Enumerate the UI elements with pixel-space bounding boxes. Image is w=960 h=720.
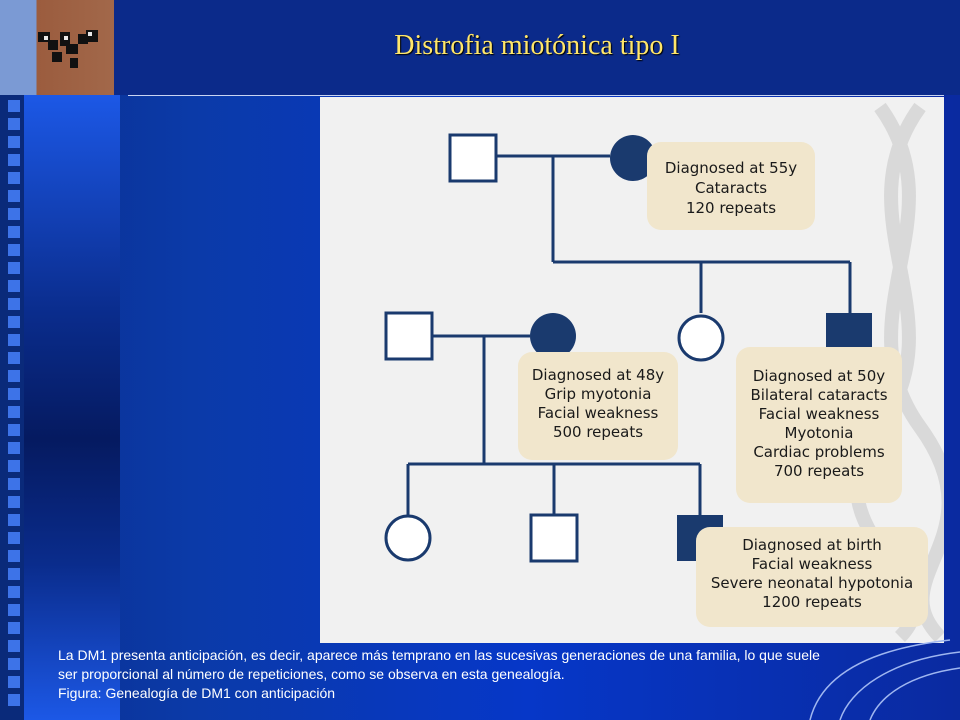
- strip-square: [8, 676, 20, 688]
- strip-square: [8, 190, 20, 202]
- pedigree-lines: [406, 154, 852, 515]
- gen1-female-affected: [610, 135, 656, 181]
- gen2-male-annotation-line: Facial weakness: [759, 405, 880, 423]
- gen1-annotation-line: Cataracts: [695, 179, 767, 197]
- caption: La DM1 presenta anticipación, es decir, …: [58, 646, 918, 703]
- strip-square: [8, 316, 20, 328]
- gen2-female-annotation-line: 500 repeats: [553, 423, 643, 441]
- left-gradient-panel: [24, 95, 120, 720]
- strip-square: [8, 586, 20, 598]
- strip-square: [8, 352, 20, 364]
- strip-square: [8, 208, 20, 220]
- pedigree-figure: Diagnosed at 55y Cataracts 120 repeats D…: [320, 97, 944, 643]
- gen2-female-affected: [530, 313, 576, 359]
- gen3-male-unaffected: [529, 513, 579, 563]
- strip-square: [8, 136, 20, 148]
- gen2-female-annotation-line: Diagnosed at 48y: [532, 366, 664, 384]
- caption-line: ser proporcional al número de repeticion…: [58, 666, 565, 682]
- strip-square: [8, 262, 20, 274]
- strip-square: [8, 280, 20, 292]
- header-bar: [114, 0, 960, 95]
- strip-square: [8, 370, 20, 382]
- gen3-annotation-line: Facial weakness: [752, 555, 873, 573]
- strip-square: [8, 694, 20, 706]
- pedigree-diagram: Diagnosed at 55y Cataracts 120 repeats D…: [384, 102, 944, 642]
- strip-square: [8, 298, 20, 310]
- gen2-male-spouse: [384, 311, 434, 361]
- strip-square: [8, 622, 20, 634]
- strip-square: [8, 496, 20, 508]
- gen2-male-annotation-box: [736, 347, 902, 503]
- strip-square: [8, 658, 20, 670]
- gen1-annotation-box: [647, 142, 815, 230]
- gen2-male-annotation-line: 700 repeats: [774, 462, 864, 480]
- strip-square: [8, 424, 20, 436]
- slide-title: Distrofia miotónica tipo I: [394, 30, 680, 61]
- gen2-female-annotation-line: Grip myotonia: [545, 385, 652, 403]
- gen2-female-annotation-line: Facial weakness: [538, 404, 659, 422]
- strip-square: [8, 550, 20, 562]
- gen1-annotation-line: 120 repeats: [686, 199, 776, 217]
- strip-square: [8, 478, 20, 490]
- strip-square: [8, 604, 20, 616]
- gen1-annotation-line: Diagnosed at 55y: [665, 159, 797, 177]
- gen3-annotation-box: [696, 527, 928, 627]
- strip-square: [8, 154, 20, 166]
- gen3-annotation-line: 1200 repeats: [762, 593, 862, 611]
- strip-square: [8, 460, 20, 472]
- figure-caption: Figura: Genealogía de DM1 con anticipaci…: [58, 685, 336, 701]
- strip-square: [8, 172, 20, 184]
- logo-icon: [38, 30, 98, 68]
- gen3-annotation-line: Severe neonatal hypotonia: [711, 574, 913, 592]
- strip-square: [8, 568, 20, 580]
- gen3-female-unaffected: [384, 514, 432, 562]
- gen2-male-annotation-line: Bilateral cataracts: [750, 386, 887, 404]
- corner-arc-decoration: [809, 639, 960, 720]
- strip-square: [8, 100, 20, 112]
- strip-square: [8, 244, 20, 256]
- strip-square: [8, 118, 20, 130]
- strip-square: [8, 514, 20, 526]
- gen2-female-unaffected: [677, 314, 725, 362]
- gen3-annotation-line: Diagnosed at birth: [742, 536, 882, 554]
- strip-square: [8, 334, 20, 346]
- gen1-male-unaffected: [448, 133, 498, 183]
- gen2-male-annotation-line: Diagnosed at 50y: [753, 367, 885, 385]
- title-underline: [128, 95, 944, 96]
- left-decorative-strip: [0, 0, 24, 720]
- caption-line: La DM1 presenta anticipación, es decir, …: [58, 647, 820, 663]
- university-logo: [0, 0, 114, 95]
- strip-square: [8, 388, 20, 400]
- strip-square: [8, 406, 20, 418]
- gen2-male-annotation-line: Cardiac problems: [753, 443, 885, 461]
- strip-square: [8, 640, 20, 652]
- gen2-female-annotation-box: [518, 352, 678, 460]
- strip-square: [8, 532, 20, 544]
- strip-square: [8, 226, 20, 238]
- strip-square: [8, 442, 20, 454]
- gen2-male-annotation-line: Myotonia: [785, 424, 854, 442]
